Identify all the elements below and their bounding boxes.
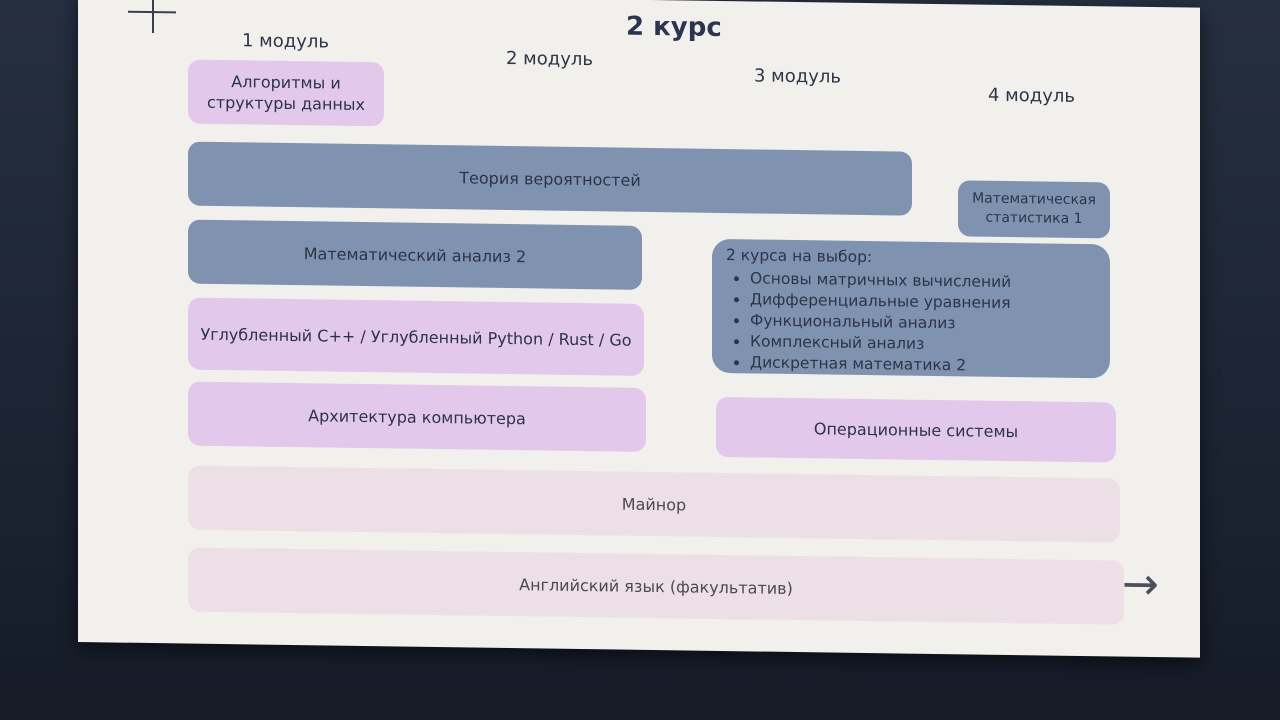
arrow-right-icon: →: [1122, 558, 1159, 611]
course-advanced-language: Углубленный С++ / Углубленный Python / R…: [188, 297, 644, 376]
course-minor: Майнор: [188, 465, 1120, 543]
module-label-4: 4 модуль: [988, 84, 1075, 107]
plus-icon: [128, 0, 178, 37]
electives-box: 2 курса на выбор: Основы матричных вычис…: [712, 238, 1110, 379]
module-label-3: 3 модуль: [754, 65, 841, 88]
course-architecture: Архитектура компьютера: [188, 381, 646, 452]
course-english: Английский язык (факультатив): [188, 547, 1124, 625]
course-math-statistics: Математическая статистика 1: [958, 180, 1110, 239]
course-algorithms: Алгоритмы и структуры данных: [188, 59, 384, 127]
slide: 2 курс 1 модуль 2 модуль 3 модуль 4 моду…: [78, 0, 1200, 658]
elective-item: Дискретная математика 2: [750, 352, 1096, 378]
electives-heading: 2 курса на выбор:: [726, 246, 873, 267]
course-calculus: Математический анализ 2: [188, 219, 642, 290]
course-probability: Теория вероятностей: [188, 141, 912, 216]
slide-title: 2 курс: [626, 11, 722, 43]
electives-list: Основы матричных вычислений Дифференциал…: [726, 268, 1096, 378]
course-operating-systems: Операционные системы: [716, 396, 1116, 463]
module-label-2: 2 модуль: [506, 47, 593, 71]
module-label-1: 1 модуль: [242, 30, 329, 53]
